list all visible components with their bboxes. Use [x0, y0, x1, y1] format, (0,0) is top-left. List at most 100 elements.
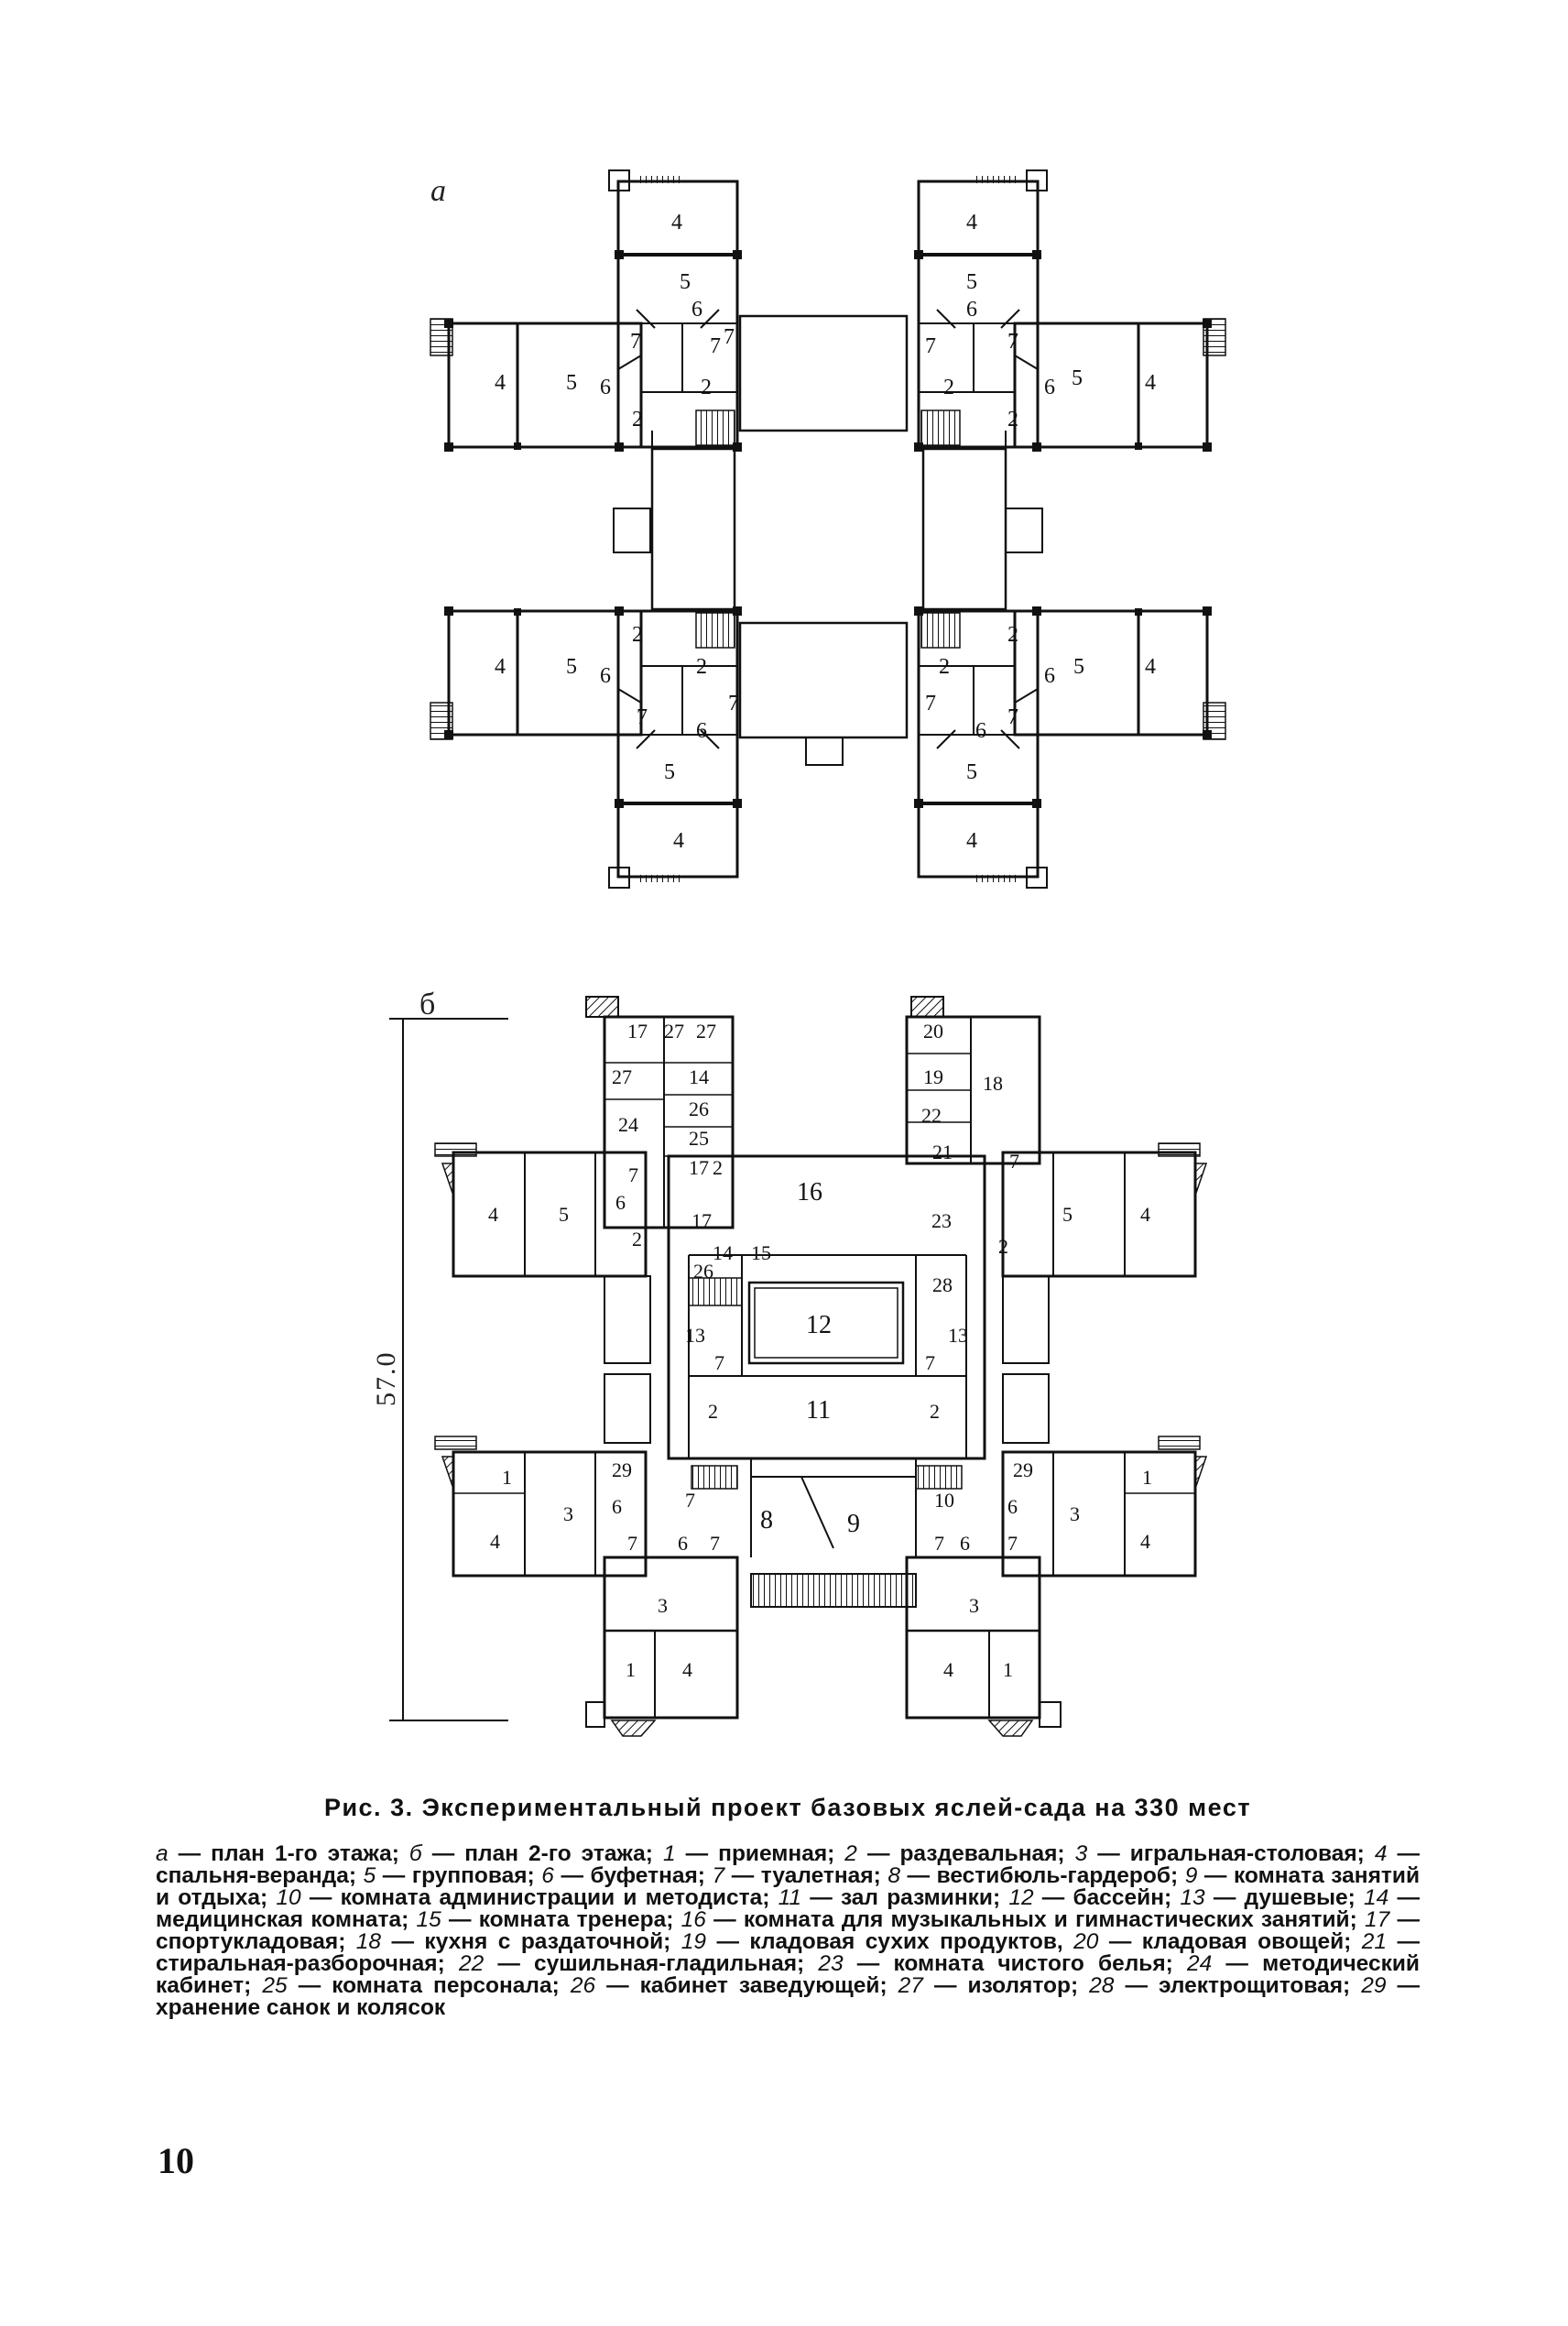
svg-text:7: 7: [925, 334, 936, 358]
page-number: 10: [158, 2140, 194, 2181]
svg-text:7: 7: [934, 1532, 944, 1555]
legend-item-number: 25: [262, 1973, 288, 1998]
svg-text:2: 2: [632, 1228, 642, 1250]
svg-text:2: 2: [998, 1235, 1008, 1258]
legend-item: 1 — приемная;: [663, 1841, 844, 1866]
svg-text:2: 2: [1007, 408, 1018, 431]
legend-item-number: 19: [681, 1929, 707, 1954]
svg-text:2: 2: [708, 1400, 718, 1423]
svg-text:4: 4: [488, 1203, 498, 1226]
legend-item: 18 — кухня с раздаточной;: [356, 1929, 681, 1954]
svg-text:5: 5: [966, 760, 977, 784]
legend-item: 9 — комната занятий и отдыха;: [156, 1863, 1420, 1910]
legend-item-number: 9: [1184, 1863, 1198, 1888]
legend-item-number: 1: [662, 1841, 676, 1866]
svg-text:28: 28: [932, 1273, 953, 1296]
svg-text:7: 7: [724, 325, 735, 349]
svg-text:7: 7: [710, 334, 721, 358]
legend-item-number: 15: [416, 1907, 441, 1932]
legend-item: 23 — комната чистого белья;: [818, 1951, 1187, 1976]
legend-item: 14 — медицинская комната;: [156, 1885, 1420, 1932]
legend-item-number: 2: [844, 1841, 857, 1866]
svg-text:15: 15: [751, 1241, 771, 1264]
figure-legend: а — план 1-го этажа; б — план 2-го этажа…: [156, 1841, 1421, 2020]
legend-item-text: — групповая;: [376, 1863, 542, 1888]
svg-text:21: 21: [932, 1141, 953, 1163]
legend-item: 5 — групповая;: [364, 1863, 542, 1888]
legend-item-number: 8: [887, 1863, 900, 1888]
legend-item-number: 7: [712, 1863, 725, 1888]
svg-text:9: 9: [847, 1510, 860, 1538]
svg-text:4: 4: [673, 829, 684, 853]
legend-item-number: 22: [458, 1951, 485, 1976]
svg-text:29: 29: [612, 1458, 632, 1481]
plan-a: 4 5 6 7 7 2 4 5 6 7 2 4 5 6 7 7 2 4 5 6 …: [429, 169, 1227, 890]
legend-item: 16 — комната для музыкальных и гимнастич…: [681, 1907, 1365, 1932]
svg-text:4: 4: [671, 211, 682, 235]
svg-text:7: 7: [1007, 1532, 1018, 1555]
svg-text:4: 4: [943, 1658, 953, 1681]
svg-text:5: 5: [566, 655, 577, 679]
legend-item-text: — кладовая сухих продуктов,: [706, 1929, 1074, 1954]
svg-text:27: 27: [664, 1020, 684, 1043]
legend-item-number: 14: [1364, 1885, 1389, 1910]
legend-item-text: — кухня с раздаточной;: [381, 1929, 681, 1954]
legend-item: 4 — спальня-веранда;: [156, 1841, 1420, 1888]
svg-text:6: 6: [615, 1191, 626, 1214]
svg-text:4: 4: [1145, 655, 1156, 679]
svg-text:5: 5: [966, 270, 977, 294]
legend-item: 26 — кабинет заведующей;: [571, 1973, 898, 1998]
legend-item-text: — бассейн;: [1033, 1885, 1181, 1910]
svg-text:19: 19: [923, 1065, 943, 1088]
legend-item: 22 — сушильная-гладильная;: [459, 1951, 818, 1976]
legend-item-number: 28: [1089, 1973, 1115, 1998]
legend-item: 6 — буфетная;: [541, 1863, 712, 1888]
legend-item-number: 27: [898, 1973, 923, 1998]
legend-item-text: — приемная;: [675, 1841, 845, 1866]
svg-text:7: 7: [630, 330, 641, 354]
legend-item-number: 16: [681, 1907, 706, 1932]
svg-text:2: 2: [939, 655, 950, 679]
svg-text:6: 6: [612, 1495, 622, 1518]
svg-text:7: 7: [637, 705, 648, 729]
legend-item-text: — буфетная;: [553, 1863, 713, 1888]
svg-text:6: 6: [1044, 664, 1055, 688]
legend-item-number: 5: [363, 1863, 376, 1888]
legend-item-text: — план 1-го этажа;: [168, 1841, 409, 1866]
svg-text:3: 3: [1070, 1502, 1080, 1525]
legend-item: 27 — изолятор;: [898, 1973, 1090, 1998]
legend-item-text: — методический кабинет;: [156, 1951, 1420, 1998]
legend-item: 11 — зал разминки;: [779, 1885, 1009, 1910]
svg-text:2: 2: [632, 623, 643, 647]
legend-item-text: — туалетная;: [724, 1863, 888, 1888]
legend-item: 24 — методический кабинет;: [156, 1951, 1420, 1998]
legend-item-text: — раздевальная;: [856, 1841, 1075, 1866]
svg-text:4: 4: [1140, 1530, 1150, 1553]
svg-text:10: 10: [934, 1489, 954, 1512]
svg-text:7: 7: [714, 1351, 724, 1374]
svg-text:24: 24: [618, 1113, 638, 1136]
legend-item-text: — комната тренера;: [441, 1907, 681, 1932]
svg-text:14: 14: [713, 1241, 733, 1264]
svg-text:5: 5: [566, 371, 577, 395]
legend-item: 25 — комната персонала;: [262, 1973, 570, 1998]
legend-item-text: — спальня-веранда;: [156, 1841, 1420, 1888]
svg-text:2: 2: [930, 1400, 940, 1423]
legend-item-text: — зал разминки;: [801, 1885, 1009, 1910]
svg-text:11: 11: [806, 1396, 831, 1425]
svg-text:5: 5: [664, 760, 675, 784]
legend-item: 17 — спортукладовая;: [156, 1907, 1420, 1954]
svg-text:5: 5: [1072, 366, 1083, 390]
svg-text:1: 1: [502, 1466, 512, 1489]
legend-item-number: 12: [1008, 1885, 1034, 1910]
svg-text:25: 25: [689, 1127, 709, 1150]
legend-item-number: 6: [541, 1863, 554, 1888]
legend-item-text: — вестибюль-гардероб;: [899, 1863, 1185, 1888]
svg-text:2: 2: [632, 408, 643, 431]
legend-item-text: — хранение санок и колясок: [156, 1973, 1421, 2020]
svg-text:7: 7: [925, 692, 936, 715]
svg-text:17: 17: [691, 1209, 712, 1232]
svg-text:2: 2: [943, 376, 954, 399]
svg-text:6: 6: [975, 719, 986, 743]
